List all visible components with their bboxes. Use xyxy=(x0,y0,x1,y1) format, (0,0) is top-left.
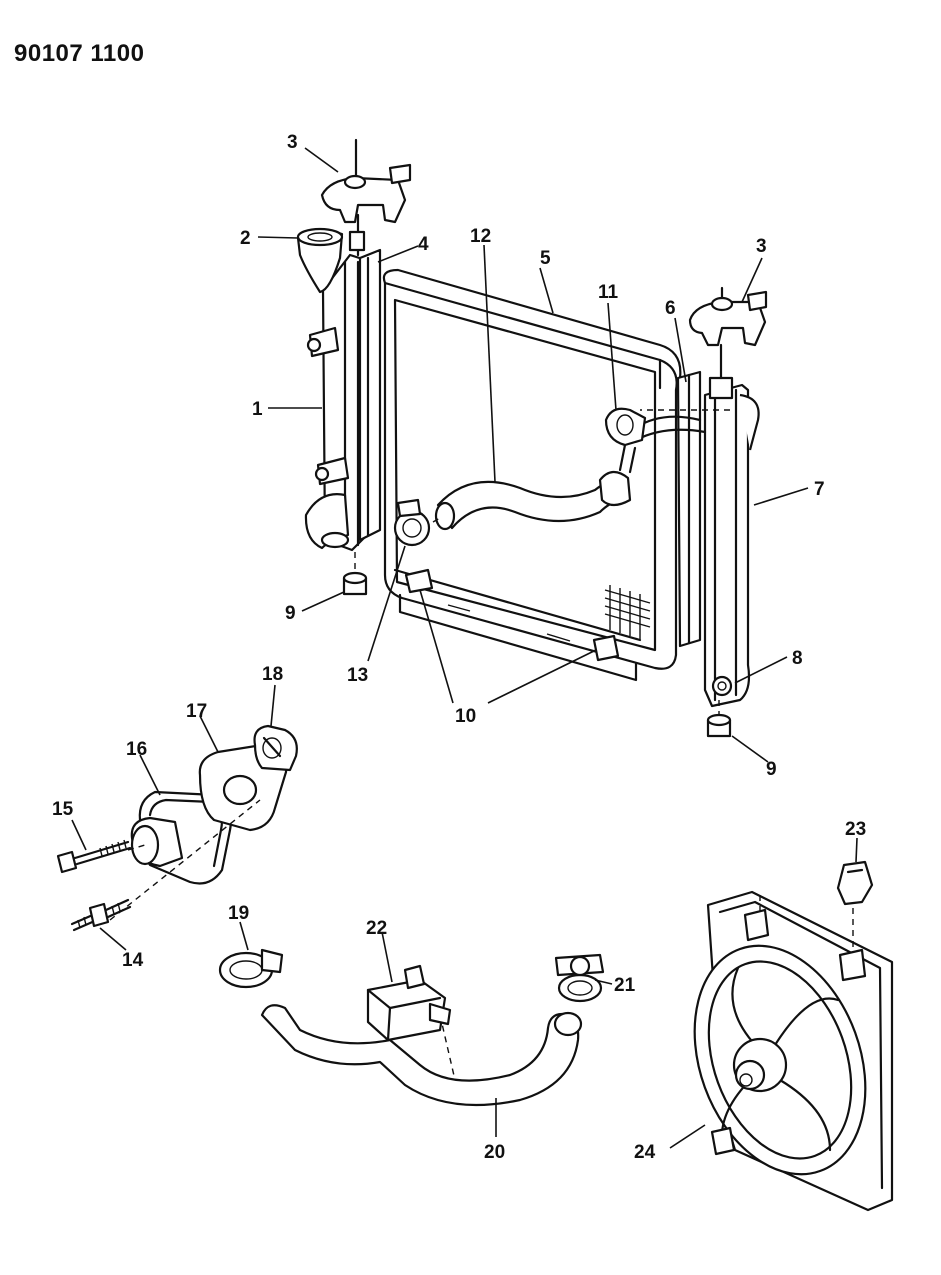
bolt-15 xyxy=(56,839,132,874)
callout-12: 12 xyxy=(470,226,491,247)
callout-6: 6 xyxy=(665,298,676,319)
hose-clamp-19 xyxy=(218,948,284,989)
diagram-code: 90107 1100 xyxy=(14,40,145,67)
right-tank xyxy=(676,343,760,708)
callout-21: 21 xyxy=(614,975,636,996)
callout-22: 22 xyxy=(366,918,387,939)
hose-clamp-21 xyxy=(554,953,605,1003)
insulator-left xyxy=(342,552,368,596)
callout-16: 16 xyxy=(126,739,147,760)
callout-3-left: 3 xyxy=(287,132,298,153)
lower-hose xyxy=(260,1004,583,1107)
callout-10: 10 xyxy=(455,706,476,727)
callout-14: 14 xyxy=(122,950,144,971)
callout-13: 13 xyxy=(347,665,368,686)
insulator-right xyxy=(706,700,732,738)
callout-3-right: 3 xyxy=(756,236,767,257)
fan-shroud xyxy=(693,890,894,1212)
left-tank xyxy=(296,213,382,552)
callout-19: 19 xyxy=(228,903,249,924)
radiator-core xyxy=(382,268,682,682)
callout-7: 7 xyxy=(814,479,825,500)
callout-24: 24 xyxy=(634,1142,656,1163)
stud-14 xyxy=(70,898,132,932)
callout-15: 15 xyxy=(52,799,74,820)
shroud-nut-23 xyxy=(836,860,874,950)
callout-1: 1 xyxy=(252,399,263,420)
callout-8: 8 xyxy=(792,648,803,669)
callout-2: 2 xyxy=(240,228,251,249)
upper-hose xyxy=(434,415,707,531)
top-bracket-right xyxy=(688,286,768,347)
callout-9-left: 9 xyxy=(285,603,296,624)
callout-20: 20 xyxy=(484,1142,505,1163)
callout-5: 5 xyxy=(540,248,551,269)
callout-9-right: 9 xyxy=(766,759,777,780)
top-bracket-left xyxy=(320,138,412,224)
thermostat xyxy=(253,724,298,772)
hose-bracket-22 xyxy=(366,964,452,1042)
callout-labels: 3 2 4 12 5 11 6 3 1 7 8 9 9 13 10 18 17 … xyxy=(52,132,866,1163)
callout-11: 11 xyxy=(598,282,619,303)
hose-clamp-11 xyxy=(604,407,647,447)
callout-18: 18 xyxy=(262,664,283,685)
callout-17: 17 xyxy=(186,701,207,722)
hose-clamp-13 xyxy=(393,498,441,547)
callout-4: 4 xyxy=(418,234,429,255)
callout-23: 23 xyxy=(845,819,866,840)
leader-lines xyxy=(71,147,858,1149)
